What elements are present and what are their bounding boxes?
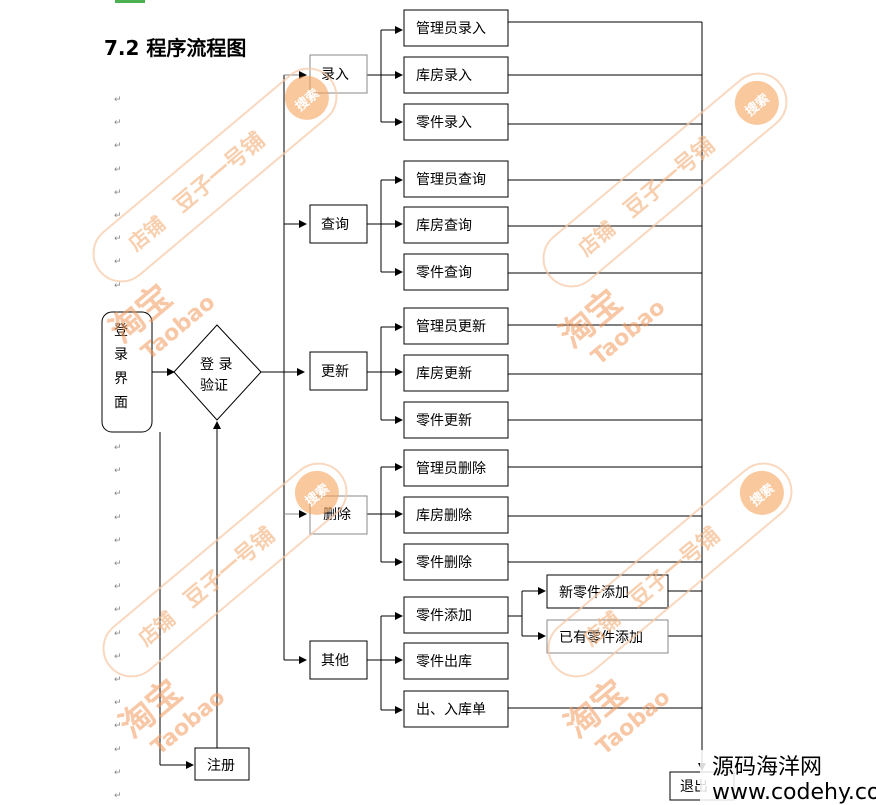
paragraph-mark: ↵	[114, 675, 122, 685]
delete-item-node	[403, 496, 509, 534]
paragraph-mark: ↵	[114, 118, 122, 128]
entry-item-node	[403, 56, 509, 94]
update-item-node	[403, 307, 509, 345]
paragraph-mark: ↵	[114, 281, 122, 291]
paragraph-mark: ↵	[114, 234, 122, 244]
module-other-label: 其他	[321, 653, 349, 669]
delete-item-node	[403, 449, 509, 487]
query-item-node	[403, 253, 509, 291]
paragraph-mark: ↵	[114, 536, 122, 546]
query-item-label: 库房查询	[416, 218, 472, 234]
login-page-char: 面	[114, 395, 128, 411]
delete-item-label: 库房删除	[416, 508, 472, 524]
query-item-label: 管理员查询	[416, 172, 486, 188]
update-item-node	[403, 354, 509, 392]
add-item-node	[546, 574, 669, 609]
entry-item-node	[403, 9, 509, 47]
add-item-label: 新零件添加	[559, 585, 629, 601]
entry-item-node	[403, 103, 509, 141]
paragraph-mark: ↵	[114, 582, 122, 592]
module-query-node	[309, 204, 368, 244]
paragraph-mark: ↵	[114, 141, 122, 151]
paragraph-mark: ↵	[114, 605, 122, 615]
paragraph-marks: ↵ ↵ ↵ ↵ ↵ ↵ ↵ ↵ ↵ ↵ ↵ ↵ ↵ ↵ ↵ ↵ ↵ ↵ ↵ ↵ ↵ ↵ ↵ ↵ ↵	[114, 95, 122, 801]
site-stamp: 源码海洋网 www.codehy.com	[700, 750, 876, 805]
entry-item-label: 零件录入	[416, 115, 472, 131]
login-page-char: 界	[114, 371, 128, 387]
node-labels: 登 录 界 面 登 录 验证 注册 录入 查询 更新 删除 其他 管理员录入 库…	[114, 21, 708, 795]
watermark-shop-name: 豆子一号铺	[624, 522, 725, 613]
other-item-node	[403, 596, 509, 634]
update-item-node	[403, 401, 509, 439]
paragraph-mark: ↵	[114, 513, 122, 523]
login-verify-label: 验证	[200, 378, 228, 394]
paragraph-mark: ↵	[114, 165, 122, 175]
paragraph-mark: ↵	[114, 745, 122, 755]
module-query-label: 查询	[321, 217, 349, 233]
query-item-node	[403, 160, 509, 198]
login-verify-label: 登 录	[200, 357, 232, 373]
module-update-label: 更新	[321, 364, 349, 380]
page-heading: 7.2 程序流程图	[104, 36, 246, 60]
module-entry-label: 录入	[321, 67, 349, 83]
paragraph-mark: ↵	[114, 768, 122, 778]
paragraph-mark: ↵	[114, 95, 122, 105]
site-url: www.codehy.com	[712, 780, 876, 805]
other-item-label: 零件出库	[416, 654, 472, 670]
entry-item-label: 管理员录入	[416, 21, 486, 37]
connector-lines	[152, 21, 706, 771]
paragraph-mark: ↵	[114, 559, 122, 569]
paragraph-mark: ↵	[114, 698, 122, 708]
login-page-char: 录	[114, 347, 128, 363]
other-item-node	[403, 690, 509, 728]
paragraph-mark: ↵	[114, 791, 122, 801]
paragraph-mark: ↵	[114, 652, 122, 662]
delete-item-label: 零件删除	[416, 555, 472, 571]
watermark-shop: 店铺	[134, 607, 180, 651]
paragraph-mark: ↵	[114, 188, 122, 198]
module-update-node	[309, 351, 368, 391]
paragraph-mark: ↵	[114, 211, 122, 221]
query-item-node	[403, 206, 509, 244]
other-item-label: 出、入库单	[416, 702, 486, 718]
delete-item-label: 管理员删除	[416, 461, 486, 477]
register-node	[194, 747, 250, 781]
login-verify-node	[173, 324, 262, 421]
top-decoration	[115, 0, 145, 3]
flowchart-nodes	[101, 9, 735, 801]
watermark-shop-name: 豆子一号铺	[619, 132, 720, 223]
site-name: 源码海洋网	[712, 755, 822, 780]
update-item-label: 库房更新	[416, 366, 472, 382]
watermark-shop-name: 豆子一号铺	[179, 522, 280, 613]
watermark-shop: 店铺	[124, 212, 170, 256]
watermark-shop-name: 豆子一号铺	[169, 127, 270, 218]
paragraph-mark: ↵	[114, 257, 122, 267]
watermark-shop: 店铺	[574, 217, 620, 261]
register-label: 注册	[207, 758, 235, 774]
paragraph-mark: ↵	[114, 466, 122, 476]
entry-item-label: 库房录入	[416, 68, 472, 84]
paragraph-mark: ↵	[114, 721, 122, 731]
module-other-node	[309, 640, 368, 680]
paragraph-mark: ↵	[114, 629, 122, 639]
other-item-node	[403, 642, 509, 680]
paragraph-mark: ↵	[114, 489, 122, 499]
update-item-label: 零件更新	[416, 413, 472, 429]
add-item-label: 已有零件添加	[559, 630, 643, 646]
paragraph-mark: ↵	[114, 443, 122, 453]
login-page-char: 登	[114, 323, 128, 339]
login-page-node	[101, 311, 153, 433]
delete-item-node	[403, 543, 509, 581]
update-item-label: 管理员更新	[416, 319, 486, 335]
query-item-label: 零件查询	[416, 265, 472, 281]
other-item-label: 零件添加	[416, 608, 472, 624]
